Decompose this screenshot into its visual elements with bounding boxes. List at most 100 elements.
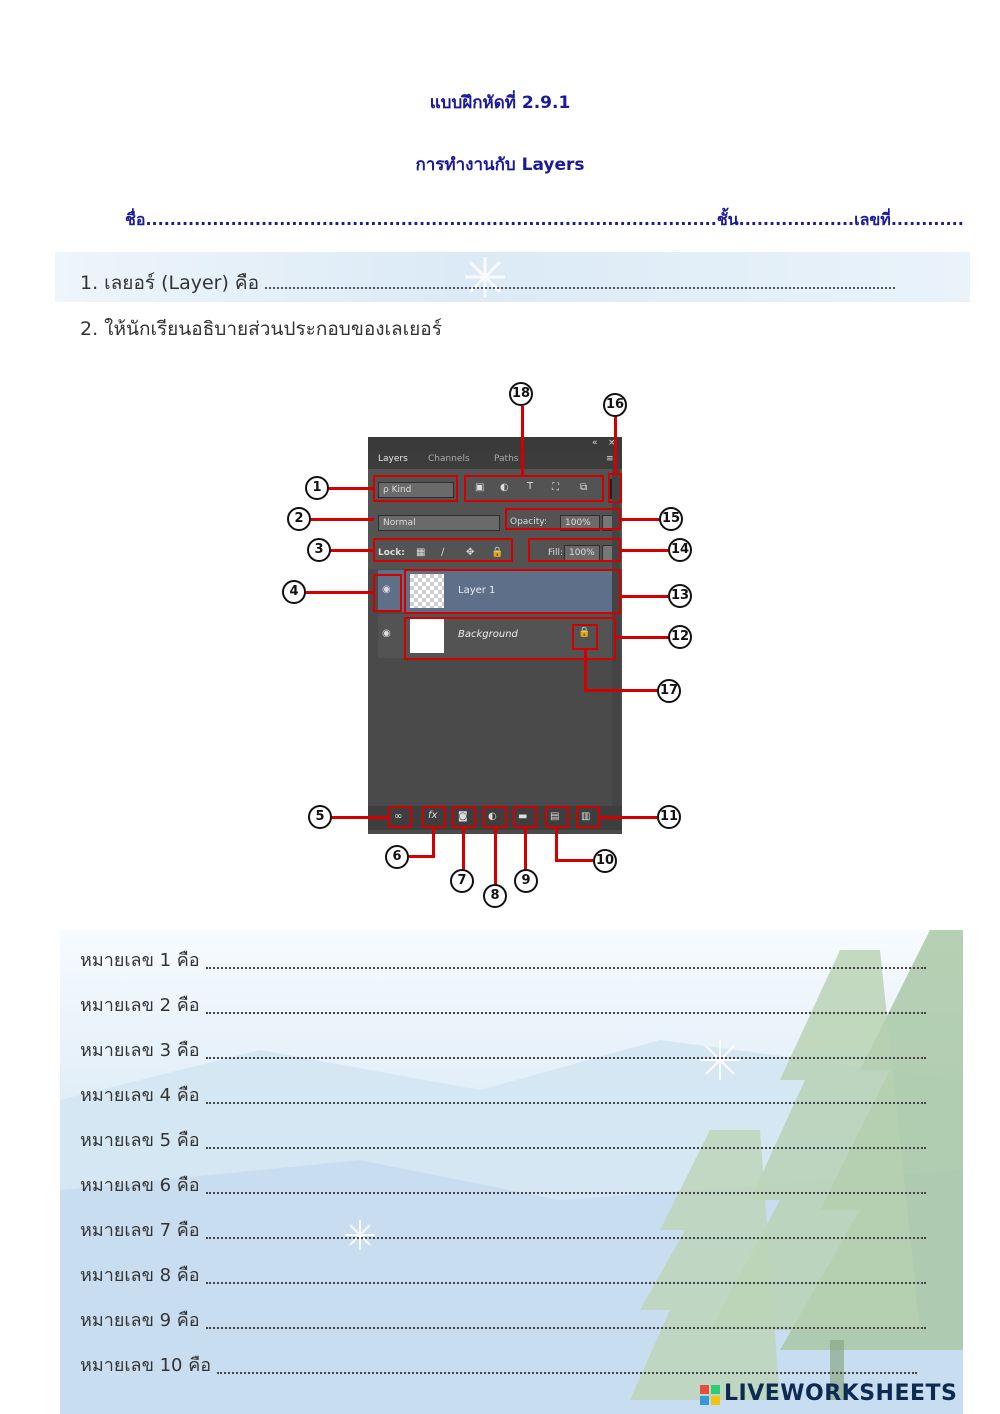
lock-brush-icon: ∕ xyxy=(441,547,445,558)
tab-layers: Layers xyxy=(378,454,408,464)
answer-line-2[interactable] xyxy=(205,1011,926,1014)
lock-label: Lock: xyxy=(378,548,405,558)
liveworksheets-logo-icon xyxy=(700,1385,720,1405)
add-mask-icon: ◙ xyxy=(458,811,468,822)
leader-line-6 xyxy=(432,827,435,857)
answer-row-1: หมายเลข 1 คือ xyxy=(80,945,926,974)
layer-thumbnail xyxy=(410,574,444,608)
callout-number-8: 8 xyxy=(483,884,507,908)
callout-box-1 xyxy=(373,475,458,502)
leader-line-5 xyxy=(331,816,389,819)
callout-number-12: 12 xyxy=(668,625,692,649)
answer-label-1: หมายเลข 1 คือ xyxy=(80,950,200,971)
answer-line-10[interactable] xyxy=(217,1371,918,1374)
answer-line-3[interactable] xyxy=(205,1056,926,1059)
answer-line-8[interactable] xyxy=(205,1281,926,1284)
callout-number-3: 3 xyxy=(307,538,331,562)
callout-box-8 xyxy=(483,806,507,828)
leader-line-11 xyxy=(599,816,657,819)
answer-label-3: หมายเลข 3 คือ xyxy=(80,1040,200,1061)
callout-number-18: 18 xyxy=(509,382,533,406)
callout-box-7 xyxy=(452,806,476,828)
type-filter-icon: T xyxy=(527,481,534,492)
leader-line-12 xyxy=(615,636,669,639)
answer-label-2: หมายเลข 2 คือ xyxy=(80,995,200,1016)
leader-line-4 xyxy=(305,591,374,594)
callout-box-14 xyxy=(528,538,621,562)
callout-number-2: 2 xyxy=(287,507,311,531)
leader-line-7 xyxy=(462,827,465,871)
callout-box-3 xyxy=(373,538,513,562)
answer-row-8: หมายเลข 8 คือ xyxy=(80,1260,926,1289)
answer-line-1[interactable] xyxy=(205,966,926,969)
shape-filter-icon: ⛶ xyxy=(552,482,559,493)
collapse-icon: « xyxy=(592,438,598,448)
leader-line-10 xyxy=(555,827,558,861)
answer-line-9[interactable] xyxy=(205,1326,926,1329)
leader-line-17 xyxy=(584,649,587,691)
panel-menu-icon: ≡ xyxy=(606,454,614,464)
student-info-line: ชื่อ....................................… xyxy=(125,210,964,229)
lock-all-icon: 🔒 xyxy=(491,547,504,558)
visibility-eye-icon: ◉ xyxy=(382,628,391,639)
callout-number-15: 15 xyxy=(659,507,683,531)
callout-box-6 xyxy=(422,806,446,828)
answer-label-10: หมายเลข 10 คือ xyxy=(80,1355,212,1376)
leader-line-8 xyxy=(494,827,497,885)
exercise-title: แบบฝึกหัดที่ 2.9.1 xyxy=(429,93,571,113)
adjustment-filter-icon: ◐ xyxy=(500,482,509,493)
pine-tree-decoration-icon xyxy=(60,930,963,1414)
lock-transparency-icon: ▦ xyxy=(416,547,426,558)
tab-paths: Paths xyxy=(494,454,519,464)
leader-line-1 xyxy=(328,487,374,490)
leader-line-3 xyxy=(330,549,374,552)
blend-mode-select: Normal xyxy=(378,515,500,531)
callout-box-17 xyxy=(572,624,598,650)
answer-line-5[interactable] xyxy=(205,1146,926,1149)
leader-line-2 xyxy=(310,518,374,521)
callout-box-11 xyxy=(576,806,600,828)
callout-number-17: 17 xyxy=(657,679,681,703)
callout-box-9 xyxy=(513,806,537,828)
lock-row: Lock: ▦ ∕ ✥ 🔒 Fill: 100% xyxy=(368,539,622,569)
callout-number-10: 10 xyxy=(593,849,617,873)
answer-line-7[interactable] xyxy=(205,1236,926,1239)
worksheet-subtitle: การทำงานกับ Layers xyxy=(415,155,585,175)
layer-name: Layer 1 xyxy=(458,585,496,596)
opacity-value: 100% xyxy=(560,515,600,531)
question-1: 1. เลยอร์ (Layer) คือ xyxy=(80,268,896,298)
answer-line-6[interactable] xyxy=(205,1191,926,1194)
callout-box-13 xyxy=(404,569,621,614)
smart-object-filter-icon: ⧉ xyxy=(580,482,588,493)
answer-label-9: หมายเลข 9 คือ xyxy=(80,1310,200,1331)
adjustment-layer-icon: ◐ xyxy=(488,811,497,822)
answer-row-6: หมายเลข 6 คือ xyxy=(80,1170,926,1199)
callout-number-9: 9 xyxy=(514,869,538,893)
layer-name: Background xyxy=(458,629,518,640)
answer-line-4[interactable] xyxy=(205,1101,926,1104)
answer-row-7: หมายเลข 7 คือ xyxy=(80,1215,926,1244)
callout-box-15 xyxy=(505,508,621,530)
answer-row-3: หมายเลข 3 คือ xyxy=(80,1035,926,1064)
callout-number-13: 13 xyxy=(668,584,692,608)
close-icon: × xyxy=(608,438,616,448)
answer-label-8: หมายเลข 8 คือ xyxy=(80,1265,200,1286)
panel-tabs: Layers Channels Paths ≡ xyxy=(368,451,622,469)
new-group-folder-icon: ▬ xyxy=(518,811,528,822)
answer-row-10: หมายเลข 10 คือ xyxy=(80,1350,918,1379)
question-1-answer-line[interactable] xyxy=(265,273,896,289)
visibility-eye-icon: ◉ xyxy=(382,584,391,595)
liveworksheets-brand: LIVEWORKSHEETS xyxy=(724,1381,958,1406)
answer-row-9: หมายเลข 9 คือ xyxy=(80,1305,926,1334)
leader-line-10b xyxy=(555,859,595,862)
panel-titlebar: « × xyxy=(368,437,622,451)
leader-line-18 xyxy=(521,406,524,476)
kind-filter-select: ρ Kind xyxy=(378,482,454,498)
answer-row-4: หมายเลข 4 คือ xyxy=(80,1080,926,1109)
leader-line-17b xyxy=(584,689,658,692)
leader-line-16 xyxy=(614,416,617,474)
delete-layer-trash-icon: ▥ xyxy=(581,811,591,822)
winter-scene-background xyxy=(60,930,963,1414)
question-1-text: 1. เลยอร์ (Layer) คือ xyxy=(80,272,260,294)
callout-box-16 xyxy=(608,473,622,503)
